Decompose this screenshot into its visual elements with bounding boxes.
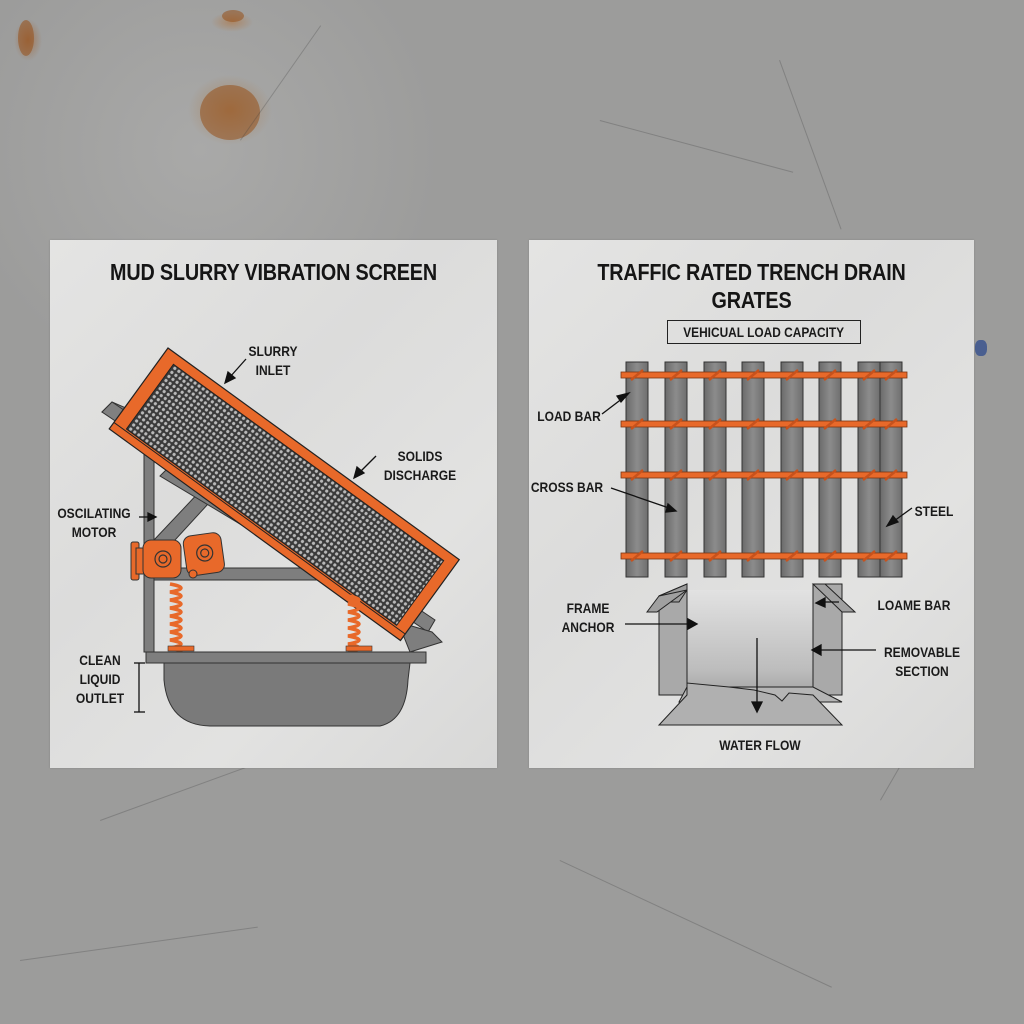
oscillating-motor xyxy=(130,532,225,581)
scratch xyxy=(779,60,842,230)
panel-title: TRAFFIC RATED TRENCH DRAIN GRATES xyxy=(560,258,943,314)
callout-arrows xyxy=(601,391,913,714)
steel-label: STEEL xyxy=(914,503,954,519)
label-line: DISCHARGE xyxy=(383,467,457,483)
rust-stain xyxy=(18,20,34,56)
scratch xyxy=(240,25,322,141)
right-spring xyxy=(347,594,361,654)
clean-liquid-tray xyxy=(145,651,427,727)
label-line: SECTION xyxy=(895,663,949,679)
grate-cross-bars xyxy=(620,371,908,560)
oscillating-motor-label: OSCILATING MOTOR xyxy=(53,504,136,542)
removable-section-label: REMOVABLE SECTION xyxy=(880,643,964,681)
loame-bar-label: LOAME BAR xyxy=(877,597,951,613)
scratch xyxy=(599,120,794,173)
scratch xyxy=(559,860,832,988)
label-line: SLURRY xyxy=(248,343,298,359)
frame-anchor-label: FRAME ANCHOR xyxy=(558,599,618,637)
label-line: FRAME xyxy=(566,600,610,616)
label-line: LIQUID xyxy=(79,671,121,687)
scratch xyxy=(20,926,258,961)
trench-drain-panel: TRAFFIC RATED TRENCH DRAIN GRATES VEHICU… xyxy=(529,240,974,768)
label-line: SOLIDS xyxy=(397,448,443,464)
label-line: OUTLET xyxy=(75,690,125,706)
callout-arrows xyxy=(134,358,377,713)
cross-bar-label: CROSS BAR xyxy=(530,479,604,495)
rust-stain xyxy=(200,85,260,140)
screen-deck xyxy=(108,347,461,642)
label-line: ANCHOR xyxy=(561,619,615,635)
title-line: GRATES xyxy=(711,287,792,313)
cross-bar-twists xyxy=(630,369,898,562)
badge-text: VEHICUAL LOAD CAPACITY xyxy=(683,324,845,340)
load-capacity-badge: VEHICUAL LOAD CAPACITY xyxy=(667,320,861,344)
drain-channel xyxy=(646,583,857,726)
load-bar-label: LOAD BAR xyxy=(537,408,601,424)
vibration-screen-panel: MUD SLURRY VIBRATION SCREEN xyxy=(50,240,497,768)
panel-title: MUD SLURRY VIBRATION SCREEN xyxy=(110,259,437,285)
clean-liquid-outlet-label: CLEAN LIQUID OUTLET xyxy=(71,651,129,708)
label-line: MOTOR xyxy=(71,524,117,540)
blue-paint-spot xyxy=(975,340,987,356)
grate-load-bars xyxy=(625,361,903,578)
label-line: INLET xyxy=(255,362,291,378)
title-line: TRAFFIC RATED TRENCH DRAIN xyxy=(597,259,906,285)
label-line: CLEAN xyxy=(79,652,121,668)
water-flow-label: WATER FLOW xyxy=(719,737,801,753)
vibration-screen-illustration xyxy=(101,347,461,727)
solids-discharge-label: SOLIDS DISCHARGE xyxy=(377,447,463,485)
label-line: OSCILATING xyxy=(57,505,131,521)
rust-stain xyxy=(222,10,244,22)
slurry-inlet-label: SLURRY INLET xyxy=(243,342,303,380)
label-line: REMOVABLE xyxy=(883,644,961,660)
left-spring xyxy=(169,582,183,658)
trench-drain-illustration xyxy=(601,361,913,726)
